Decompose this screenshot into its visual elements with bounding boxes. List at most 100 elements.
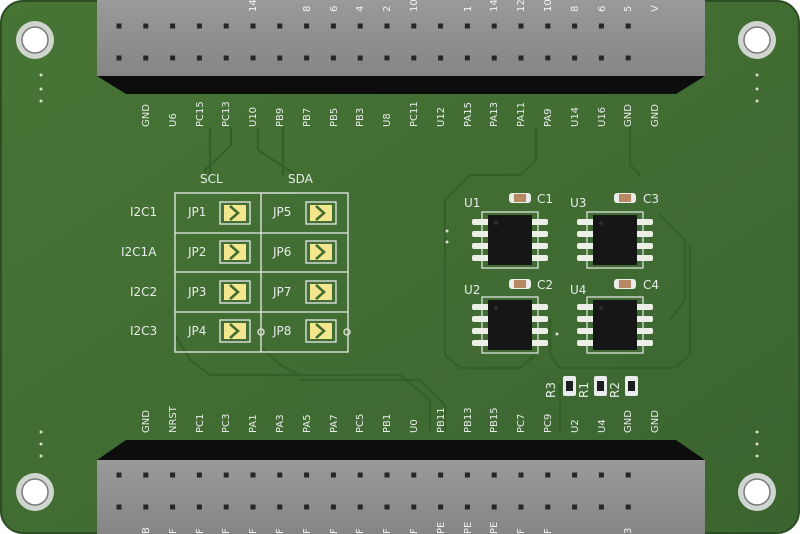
- header-pin: [384, 55, 390, 61]
- bottom-pin-label-5: PA3: [275, 414, 286, 433]
- soic-chip-u4: [577, 296, 653, 354]
- top-pin-label-14: PA11: [516, 102, 528, 127]
- top-partial-label-17: 6: [596, 5, 608, 12]
- header-pin: [250, 472, 256, 478]
- resistor-label-r1: R1: [577, 382, 591, 398]
- mounting-hole-bottom-right: [738, 473, 776, 511]
- top-pin-label-0: GND: [141, 104, 152, 127]
- jumper-pad: [305, 280, 337, 304]
- top-pin-label-5: PB9: [275, 107, 286, 127]
- jumper-grid: [174, 192, 349, 353]
- header-pin: [304, 23, 310, 29]
- header-pin: [223, 504, 229, 510]
- header-pin: [625, 472, 631, 478]
- header-pin: [170, 472, 176, 478]
- bottom-pin-label-4: PA1: [248, 414, 260, 433]
- header-pin: [250, 23, 256, 29]
- jumper-pad: [219, 240, 251, 264]
- jumper-pad: [219, 201, 251, 225]
- capacitor-c3: [614, 193, 636, 203]
- header-pin: [625, 55, 631, 61]
- row-label-i2c1a: I2C1A: [121, 245, 157, 259]
- header-pin: [357, 23, 363, 29]
- capacitor-c4: [614, 279, 636, 289]
- header-pin: [330, 55, 336, 61]
- header-pin: [572, 504, 578, 510]
- soic-chip-u1: [472, 211, 548, 269]
- bottom-pin-label-3: PC3: [221, 413, 233, 433]
- jumper-pad: [305, 319, 337, 343]
- header-pin: [464, 23, 470, 29]
- header-pin: [438, 504, 444, 510]
- misc-vias: [257, 229, 559, 336]
- top-pin-label-2: PC15: [194, 101, 206, 127]
- top-pin-label-17: U16: [596, 106, 608, 127]
- bottom-partial-label-5: F: [275, 528, 286, 534]
- header-pin: [116, 55, 122, 61]
- bottom-pin-label-11: PB11: [435, 407, 447, 433]
- mounting-hole-top-right: [738, 21, 776, 59]
- top-pin-label-11: U12: [435, 106, 447, 127]
- bottom-pin-label-10: U0: [409, 419, 420, 433]
- bottom-partial-label-8: F: [355, 528, 367, 534]
- jumper-label-jp2: JP2: [188, 245, 207, 259]
- header-pin: [170, 504, 176, 510]
- top-partial-label-12: 1: [462, 5, 474, 12]
- cap-label-c3: C3: [643, 192, 660, 206]
- bottom-pin-header: [97, 440, 705, 534]
- top-pin-label-4: U10: [248, 106, 260, 127]
- header-pin: [277, 472, 283, 478]
- jumper-label-jp4: JP4: [188, 324, 207, 338]
- bottom-pin-label-0: GND: [141, 410, 152, 433]
- row-label-i2c2: I2C2: [130, 285, 158, 299]
- header-pin: [384, 504, 390, 510]
- header-pin: [491, 23, 497, 29]
- header-pin: [518, 55, 524, 61]
- col-header-scl: SCL: [200, 172, 223, 186]
- header-pin: [116, 504, 122, 510]
- top-pin-label-1: U6: [167, 113, 179, 127]
- jumper-pad: [305, 201, 337, 225]
- capacitor-c2: [509, 279, 531, 289]
- header-pin: [625, 23, 631, 29]
- header-pin: [491, 472, 497, 478]
- top-pin-label-13: PA13: [489, 102, 501, 127]
- bottom-pin-label-18: GND: [623, 410, 635, 433]
- cap-label-c1: C1: [537, 192, 554, 206]
- header-pin: [572, 472, 578, 478]
- header-pin: [143, 504, 149, 510]
- bottom-pin-label-15: PC9: [543, 413, 554, 433]
- header-pin: [411, 472, 417, 478]
- top-pin-label-18: GND: [623, 104, 635, 127]
- bottom-partial-label-14: F: [516, 528, 528, 534]
- capacitor-c1: [509, 193, 531, 203]
- top-partial-label-9: 2: [382, 5, 394, 12]
- top-pin-label-15: PA9: [543, 108, 554, 127]
- header-pin: [545, 472, 551, 478]
- jumper-pad: [305, 240, 337, 264]
- header-pin: [572, 23, 578, 29]
- header-pin: [491, 504, 497, 510]
- bottom-partial-label-7: F: [328, 528, 340, 534]
- top-partial-label-4: 14: [248, 0, 260, 12]
- header-pin: [143, 472, 149, 478]
- top-partial-label-6: 8: [301, 5, 313, 12]
- top-partial-label-18: 5: [623, 5, 635, 12]
- header-pin: [196, 472, 202, 478]
- jumper-label-jp3: JP3: [188, 285, 207, 299]
- top-pin-label-12: PA15: [462, 102, 474, 127]
- header-pin: [384, 23, 390, 29]
- top-partial-label-8: 4: [355, 5, 367, 12]
- top-pin-label-3: PC13: [221, 101, 233, 127]
- header-pin: [196, 23, 202, 29]
- header-pin: [518, 23, 524, 29]
- header-pin: [304, 472, 310, 478]
- header-pin: [545, 23, 551, 29]
- header-pin: [223, 55, 229, 61]
- col-header-sda: SDA: [288, 172, 313, 186]
- chip-label-u3: U3: [570, 196, 587, 210]
- bottom-pin-label-2: PC1: [194, 413, 206, 433]
- top-partial-label-16: 8: [569, 5, 581, 12]
- header-pin: [411, 23, 417, 29]
- header-pin: [518, 472, 524, 478]
